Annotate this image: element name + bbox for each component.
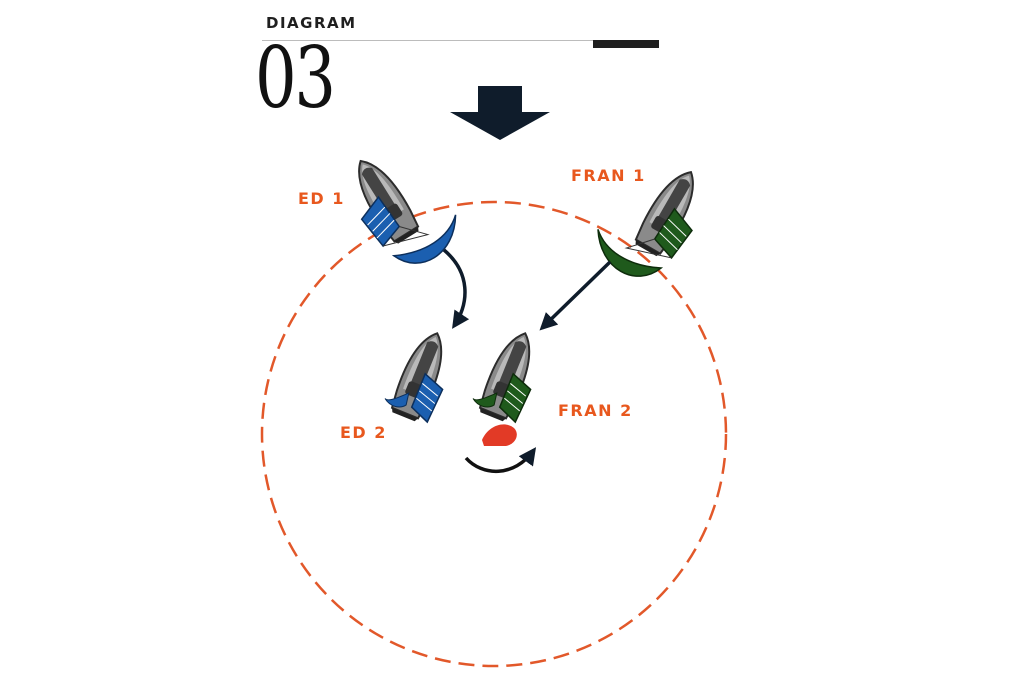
mark-buoy-icon <box>482 424 517 446</box>
boat-fran2 <box>472 326 542 424</box>
label-ed1: ED 1 <box>298 189 345 208</box>
diagram-kicker: DIAGRAM <box>266 14 357 32</box>
boat-ed2 <box>384 326 454 424</box>
zone-circle <box>260 200 728 668</box>
label-ed2: ED 2 <box>340 423 387 442</box>
diagram-number: 03 <box>255 29 336 127</box>
ed-path-arrow <box>442 248 470 329</box>
rotation-arrow-icon <box>464 447 537 473</box>
header-divider <box>262 40 658 41</box>
wind-arrow-icon <box>450 86 550 140</box>
boat-fran1 <box>597 162 707 277</box>
label-fran1: FRAN 1 <box>571 166 646 185</box>
fran-path-arrow <box>539 260 612 331</box>
header-divider-accent <box>593 40 659 48</box>
label-fran2: FRAN 2 <box>558 401 633 420</box>
boat-ed1 <box>345 151 457 264</box>
